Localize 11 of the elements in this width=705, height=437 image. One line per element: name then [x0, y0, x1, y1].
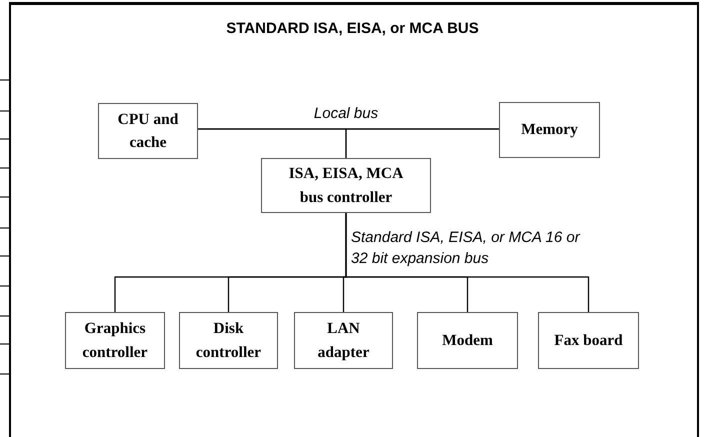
component-box: Disk controller: [179, 312, 278, 369]
component-box: Graphics controller: [65, 312, 165, 369]
component-box: Fax board: [538, 312, 639, 369]
component-box: Memory: [499, 102, 600, 158]
component-box: LAN adapter: [294, 312, 393, 369]
component-box: Modem: [417, 312, 518, 369]
component-box: ISA, EISA, MCA bus controller: [261, 158, 431, 213]
bus-line: [345, 213, 590, 312]
bus-line: [345, 128, 499, 158]
diagram-title: STANDARD ISA, EISA, or MCA BUS: [225, 20, 480, 37]
component-box: CPU and cache: [98, 103, 198, 159]
